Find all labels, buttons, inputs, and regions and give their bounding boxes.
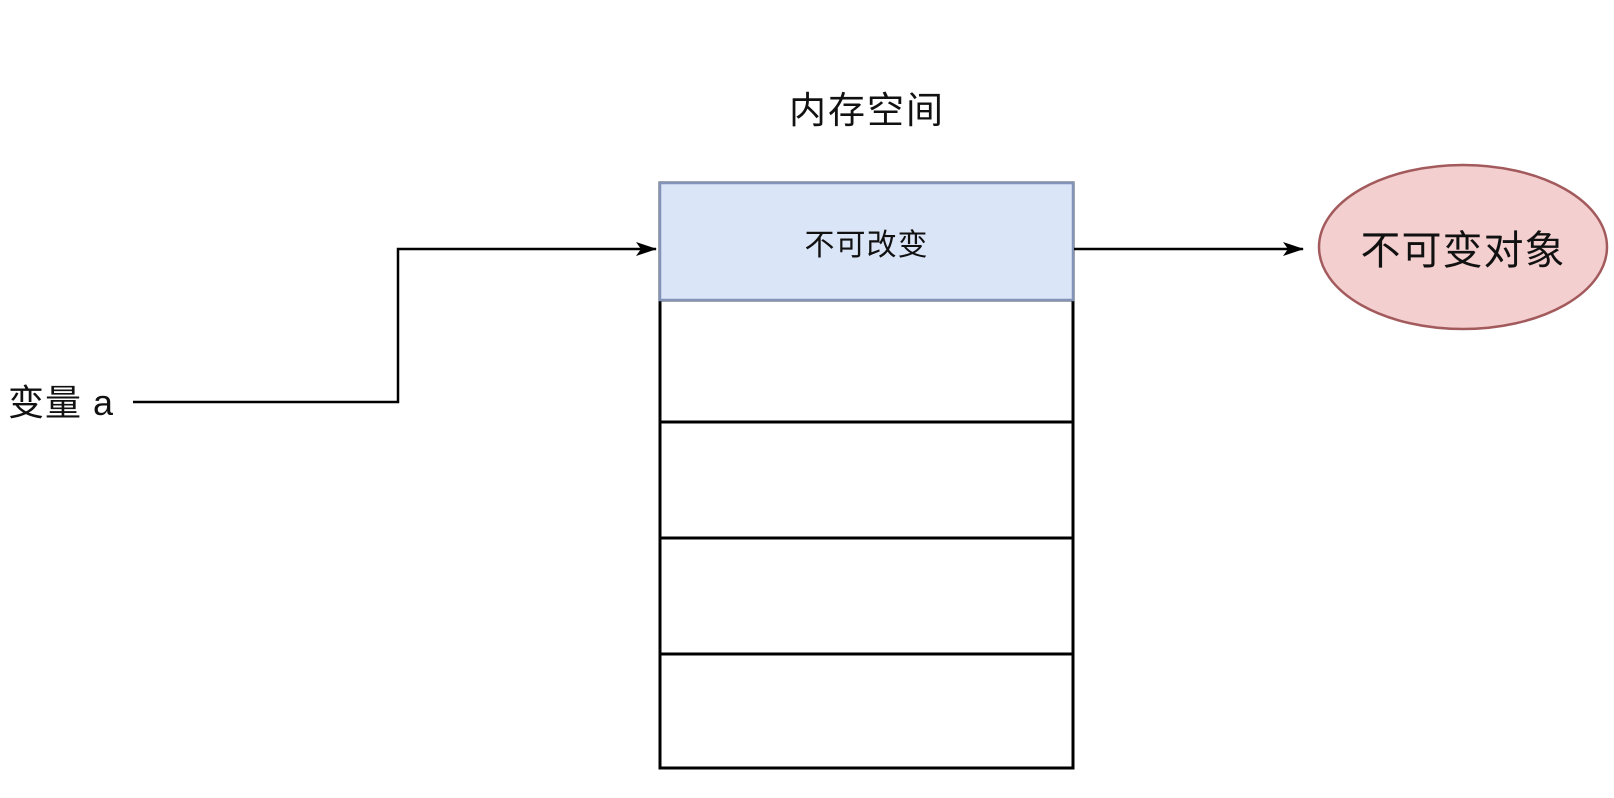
variable-to-cell-arrow [133,242,657,404]
immutable-object-label: 不可变对象 [1360,229,1566,273]
diagram-title: 内存空间 [789,90,945,131]
variable-a-label: 变量 a [8,382,115,423]
memory-cell-label: 不可改变 [804,228,929,262]
memory-cell-highlighted [658,181,1075,302]
immutable-object-ellipse [1317,163,1609,331]
